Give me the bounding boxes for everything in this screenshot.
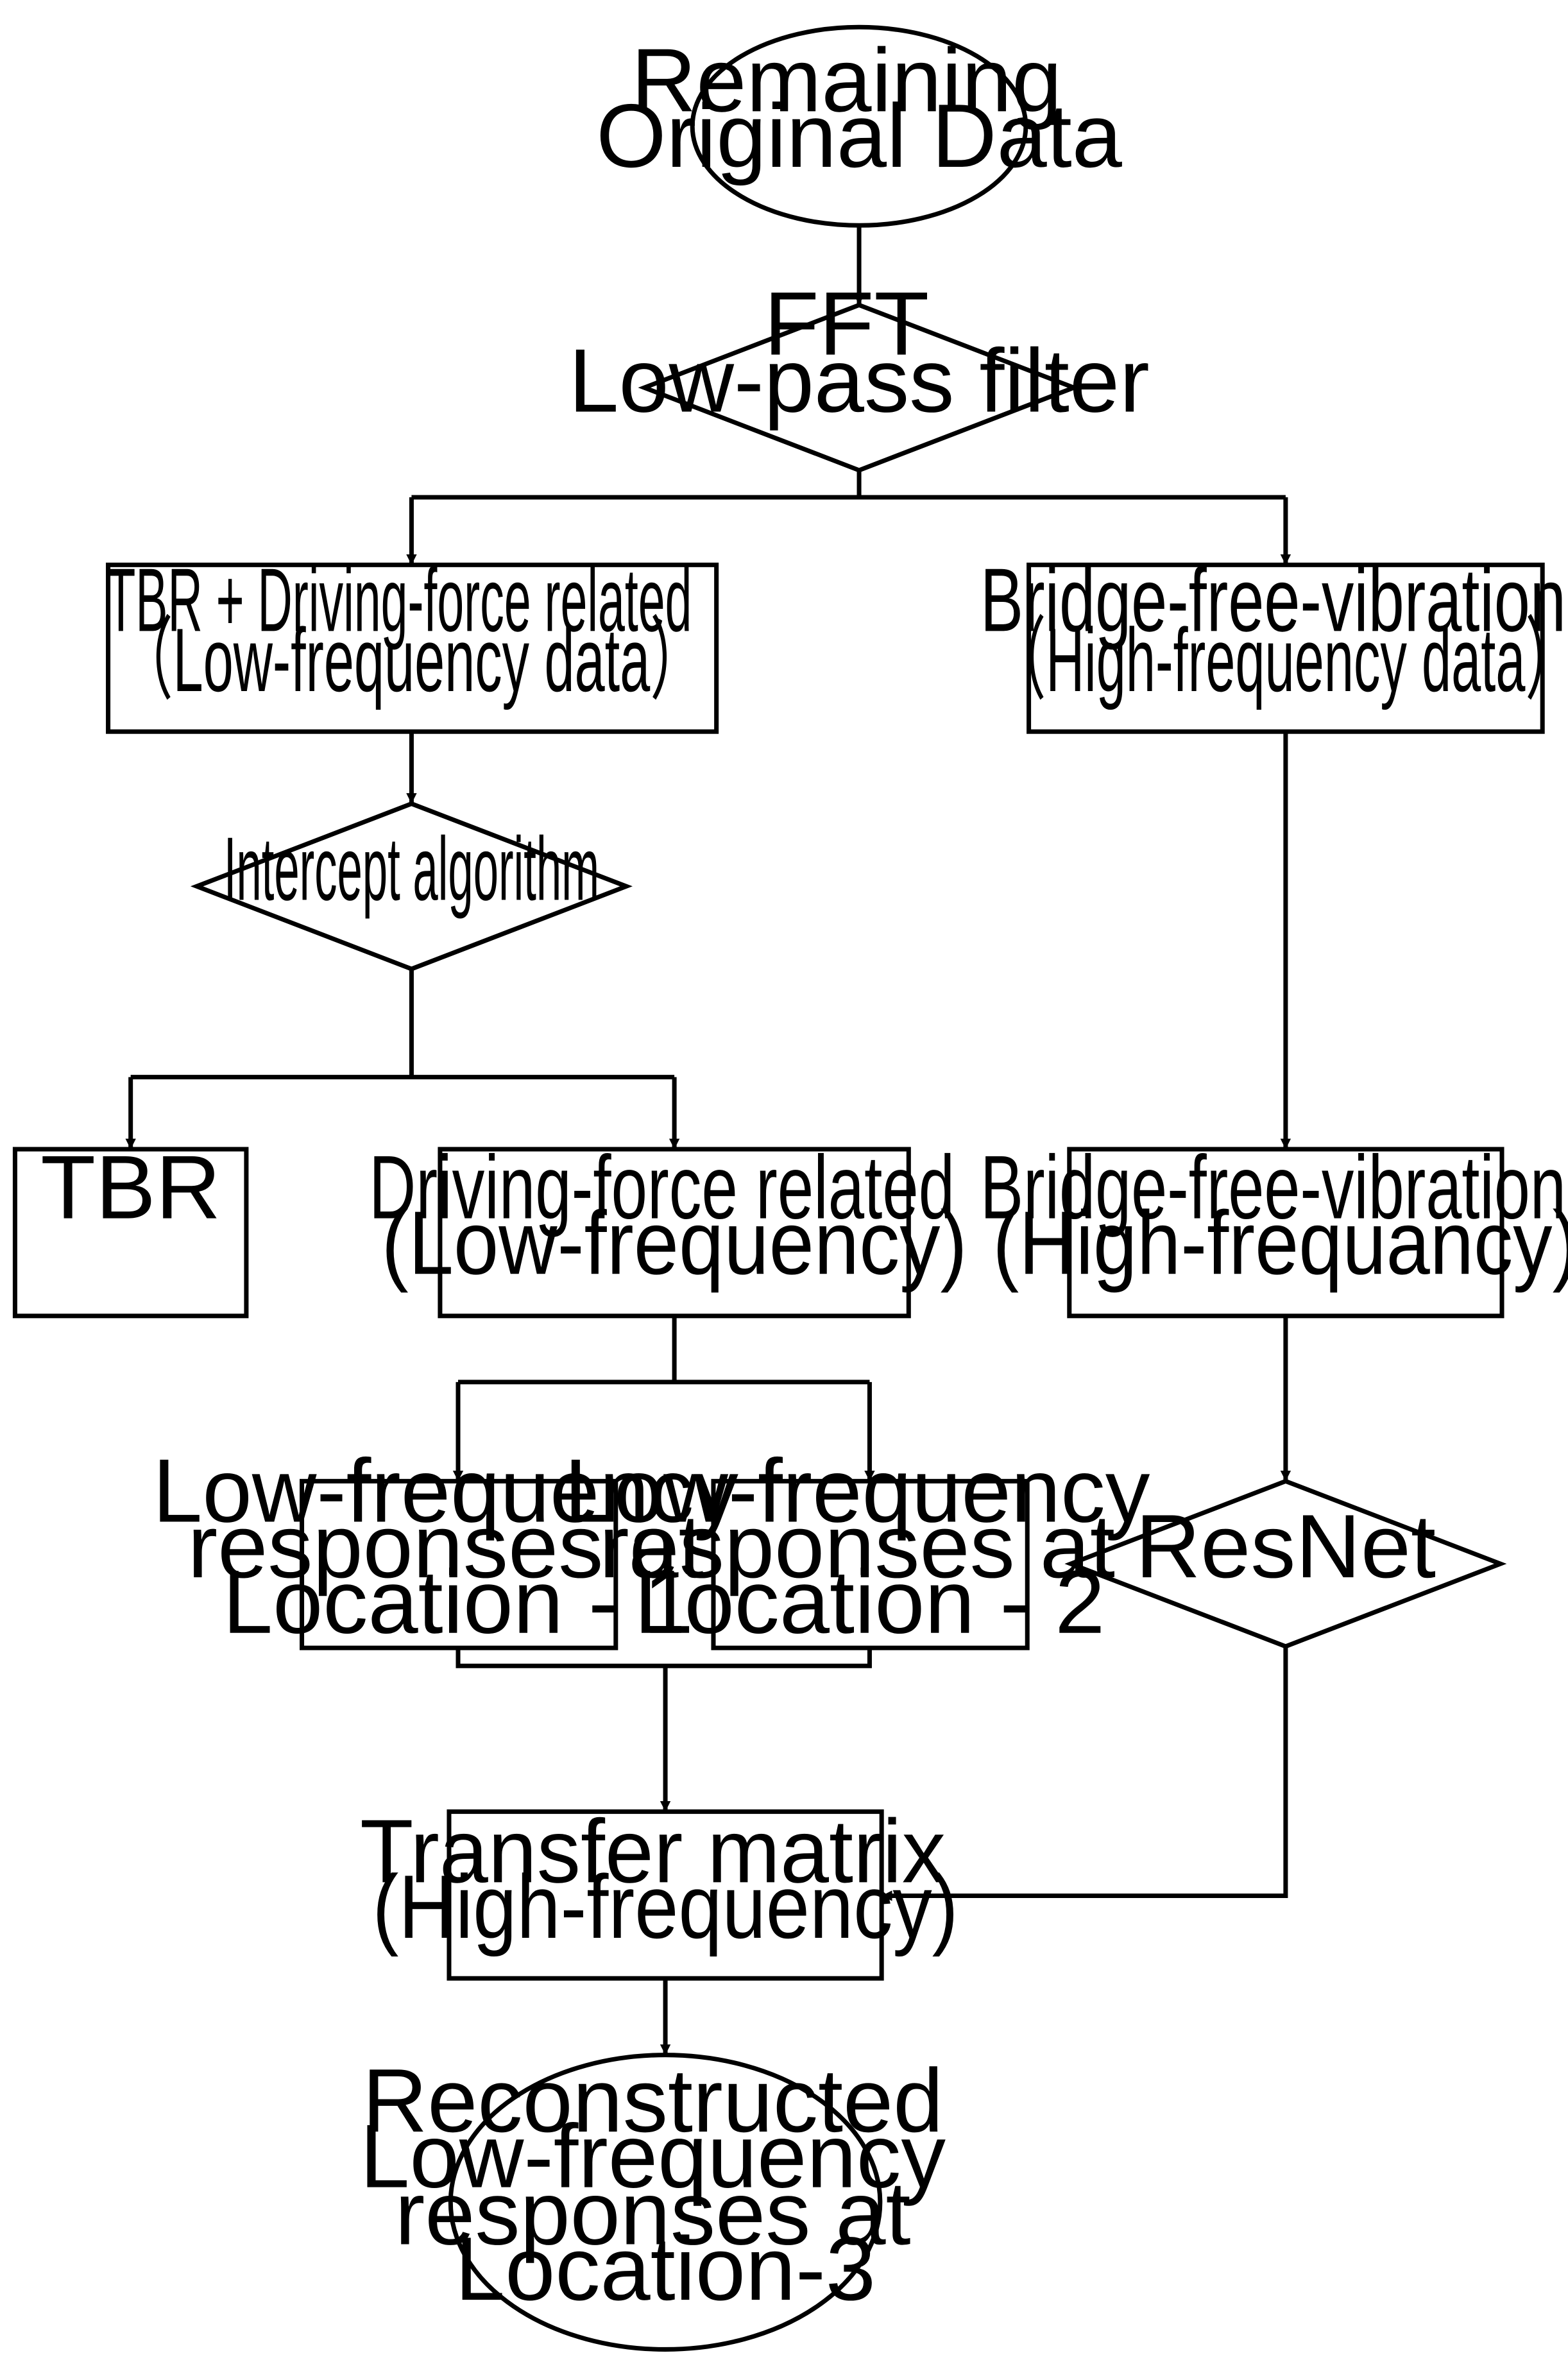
tbr-driving-force-line-2: （Low-frequency data） (119, 610, 704, 710)
low-freq-location-2-line-2: responses at (599, 1496, 1115, 1596)
resnet-line-1: ResNet (1136, 1496, 1436, 1596)
low-freq-location-1-line-3: Location - 1 (223, 1552, 694, 1652)
low-freq-location-1-line-1: Low-frequency (153, 1441, 738, 1541)
tbr-line-1: TBR (40, 1137, 221, 1238)
low-freq-location-1-label: Low-frequency responses at Location - 1 (153, 1441, 763, 1652)
box-bridge-free-vibration-high (1067, 1147, 1504, 1319)
resnet-label: ResNet (1136, 1496, 1436, 1596)
intercept-algorithm-line-1: Intercept algorithm (224, 818, 599, 919)
transfer-matrix-label: Transfer matrix (High-frequency) (360, 1800, 971, 1957)
arrow-resnet-to-transfer (882, 1646, 1288, 1901)
bridge-free-vibration-high-line-2: (High-frequancy) (993, 1192, 1568, 1293)
tbr-driving-force-label: TBR + Driving-force related （Low-frequen… (106, 549, 717, 710)
box-low-freq-location-2 (711, 1478, 1030, 1650)
low-freq-location-2-line-3: Location - 2 (634, 1552, 1105, 1652)
low-freq-location-2-label: Low-frequency responses at Location - 2 (564, 1441, 1175, 1652)
transfer-matrix-line-1: Transfer matrix (360, 1800, 946, 1901)
tbr-driving-force-line-1: TBR + Driving-force related (106, 549, 692, 650)
reconstructed-line-4: Location-3 (455, 2218, 876, 2319)
fft-filter-label: FFT Low-pass filter (568, 273, 1149, 431)
reconstructed-line-3: responses at (395, 2163, 910, 2264)
remaining-original-data-line-1: Remaining (631, 30, 1062, 130)
bridge-free-vibration-high-label: Bridge-free-vibration (High-frequancy) (980, 1137, 1568, 1294)
transfer-matrix-line-2: (High-frequency) (373, 1856, 959, 1957)
remaining-original-data-label: Remaining Original Data (596, 30, 1122, 186)
fft-filter-line-1: FFT (764, 273, 929, 374)
box-low-freq-location-1 (300, 1478, 618, 1650)
box-tbr-driving-force (106, 562, 719, 734)
remaining-original-data-line-2: Original Data (596, 85, 1122, 186)
box-driving-force-low (438, 1147, 911, 1319)
fft-filter-line-2: Low-pass filter (568, 330, 1149, 431)
driving-force-low-line-1: Driving-force related (369, 1137, 955, 1238)
driving-force-low-label: Driving-force related (Low-frequency) (369, 1137, 980, 1294)
box-tbr (12, 1147, 249, 1319)
intercept-algorithm-label: Intercept algorithm (224, 818, 599, 919)
driving-force-low-line-2: (Low-frequency) (382, 1192, 967, 1293)
reconstructed-label: Reconstructed Low-frequency responses at… (360, 2050, 971, 2319)
low-freq-location-1-line-2: responses at (187, 1496, 703, 1596)
bridge-free-vibration-data-line-1: Bridge-free-vibration (980, 549, 1566, 650)
low-freq-location-2-line-1: Low-frequency (564, 1441, 1150, 1541)
reconstructed-line-2: Low-frequency (360, 2106, 946, 2207)
bridge-free-vibration-data-label: Bridge-free-vibration （High-frequency da… (980, 549, 1568, 710)
bridge-free-vibration-data-line-2: （High-frequency data） (993, 610, 1568, 710)
tbr-label: TBR (40, 1137, 221, 1238)
bridge-free-vibration-high-line-1: Bridge-free-vibration (980, 1137, 1566, 1238)
reconstructed-line-1: Reconstructed (362, 2050, 944, 2151)
